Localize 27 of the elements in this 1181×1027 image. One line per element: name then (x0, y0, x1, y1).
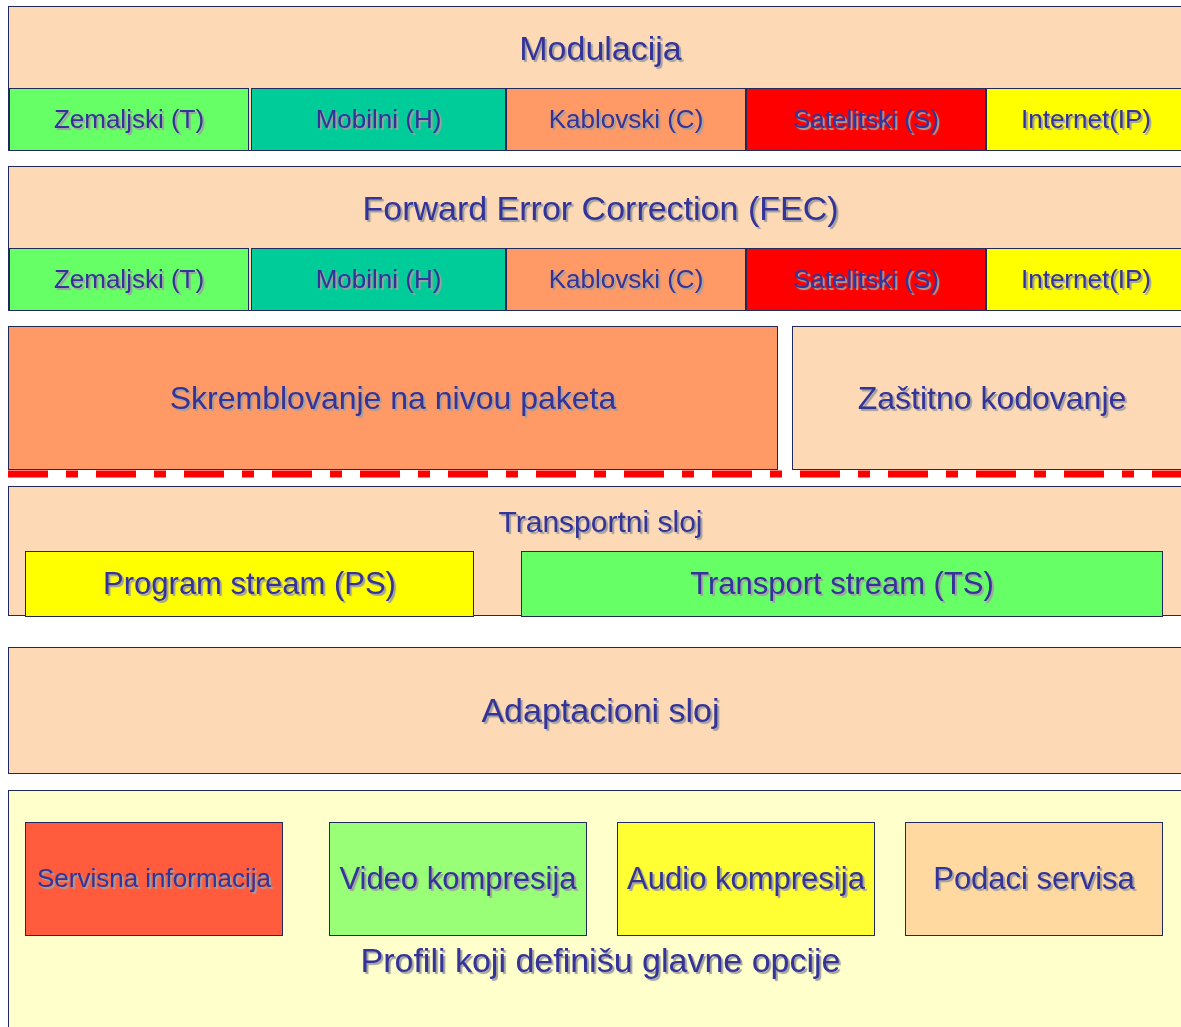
layer-title: Profili koji definišu glavne opcije (359, 941, 842, 981)
variant-cell: Kablovski (C) (506, 88, 746, 151)
layer-block: Adaptacioni sloj (8, 647, 1181, 774)
variant-cell: Satelitski (S) (746, 88, 986, 151)
function-box: Podaci servisa (905, 822, 1163, 936)
layer-band (8, 790, 1181, 1027)
function-box: Video kompresija (329, 822, 587, 936)
variant-cell: Mobilni (H) (251, 88, 506, 151)
layer-title: Transportni sloj (497, 505, 704, 540)
stream-cell: Transport stream (TS) (521, 551, 1163, 617)
function-box: Servisna informacija (25, 822, 283, 936)
stream-cell: Program stream (PS) (25, 551, 474, 617)
function-box: Audio kompresija (617, 822, 875, 936)
layer-title: Modulacija (518, 29, 683, 69)
layer-block: Zaštitno kodovanje (792, 326, 1181, 470)
variant-cell: Mobilni (H) (251, 248, 506, 311)
variant-cell: Zemaljski (T) (9, 88, 249, 151)
variant-cell: Zemaljski (T) (9, 248, 249, 311)
layer-band (8, 486, 1181, 616)
variant-cell: Internet(IP) (986, 88, 1181, 151)
layer-band (8, 6, 1181, 151)
layer-band (8, 166, 1181, 311)
variant-cell: Satelitski (S) (746, 248, 986, 311)
layer-title: Forward Error Correction (FEC) (361, 189, 840, 229)
layer-block: Skremblovanje na nivou paketa (8, 326, 778, 470)
variant-cell: Kablovski (C) (506, 248, 746, 311)
variant-cell: Internet(IP) (986, 248, 1181, 311)
